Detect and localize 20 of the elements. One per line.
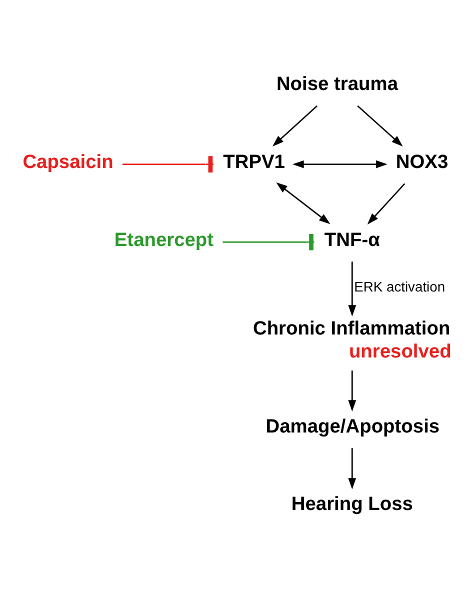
arrow — [357, 104, 403, 146]
node-label: unresolved — [348, 341, 452, 362]
node-text: Etanercept — [114, 229, 214, 250]
node-text: Chronic Inflammation — [252, 318, 450, 339]
arrow — [276, 182, 330, 224]
node-text: Noise trauma — [276, 74, 398, 95]
arrow — [272, 104, 318, 146]
arrow — [348, 261, 356, 316]
arrow — [292, 160, 388, 168]
arrow — [348, 370, 356, 411]
node-text: TRPV1 — [223, 151, 285, 172]
node-text: Damage/Apoptosis — [266, 416, 440, 437]
node-text: NOX3 — [396, 151, 448, 172]
connector — [222, 233, 314, 250]
arrow — [367, 182, 406, 224]
node-text: Hearing Loss — [291, 494, 413, 515]
node-text: Capsaicin — [22, 151, 114, 172]
edge-label: ERK activation — [354, 278, 446, 294]
node-text: TNF-α — [324, 229, 380, 250]
arrow — [348, 448, 356, 489]
